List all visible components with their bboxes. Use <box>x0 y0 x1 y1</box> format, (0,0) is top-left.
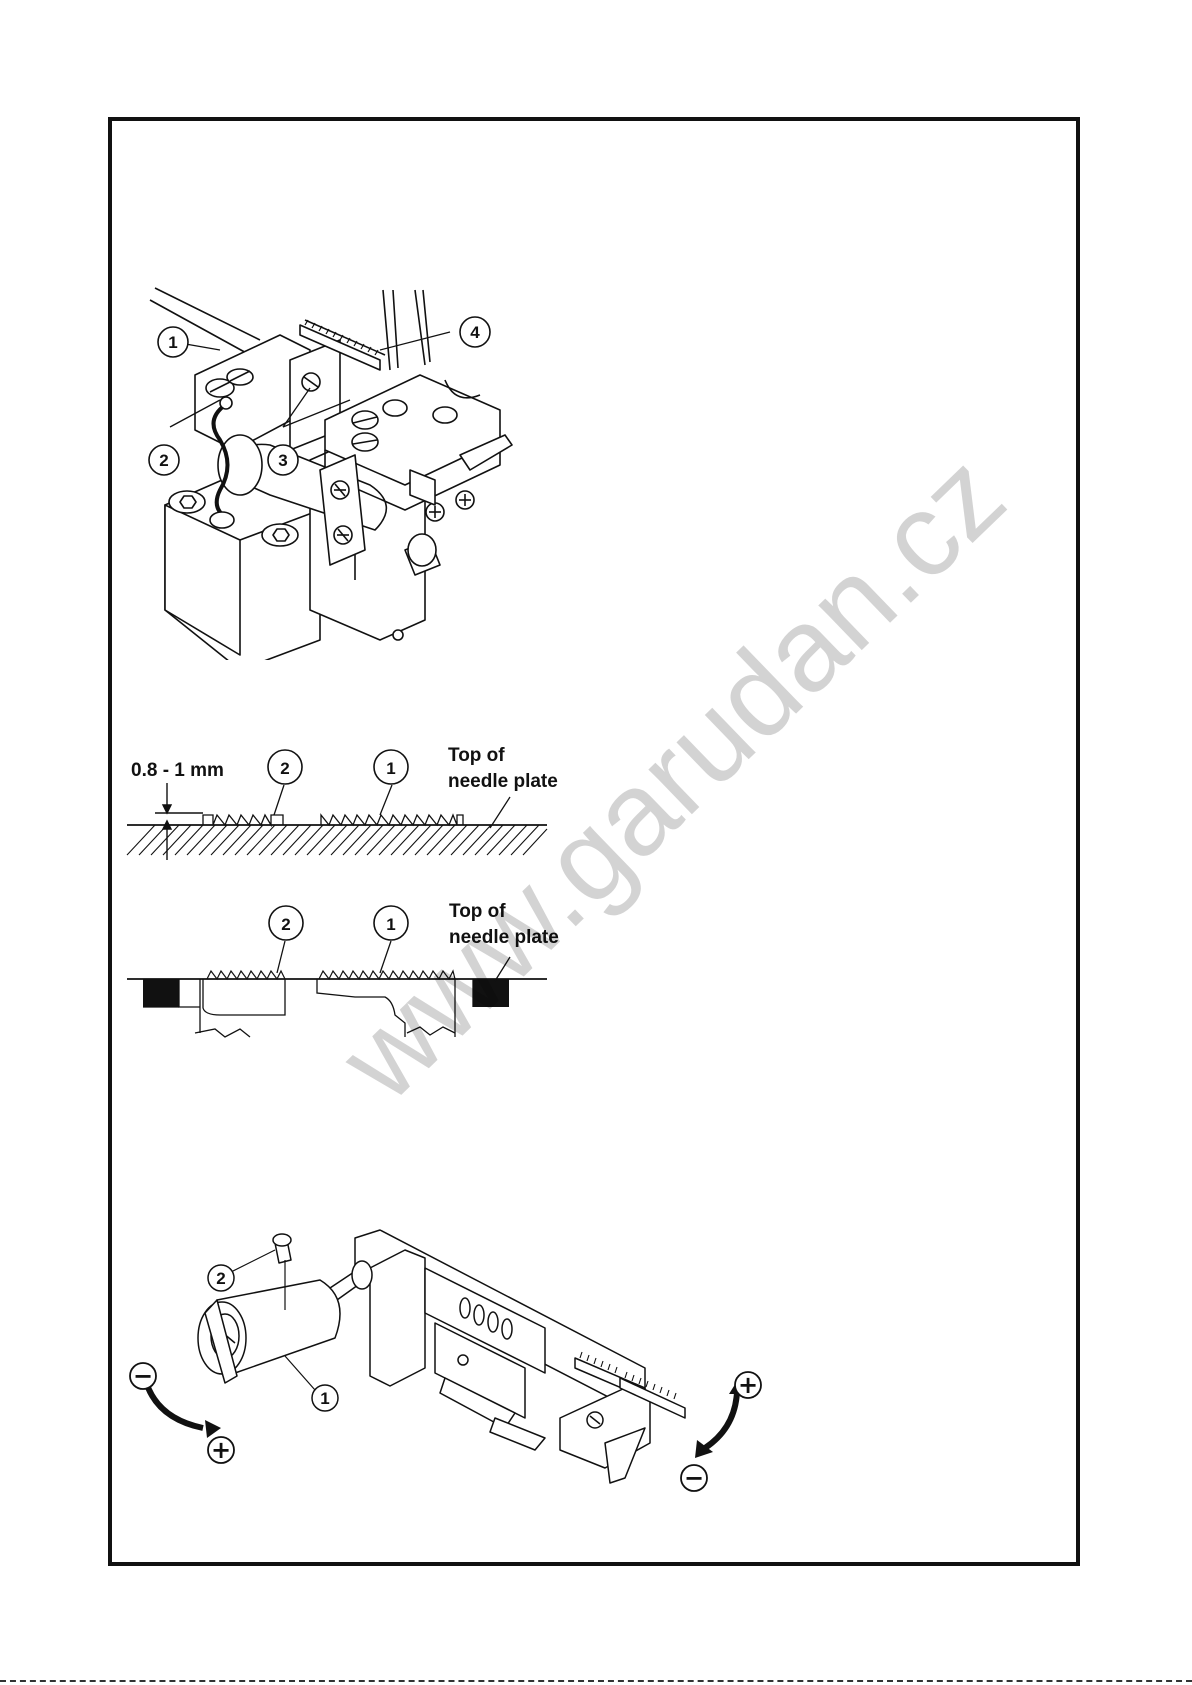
plate-label-line1: Top of <box>449 901 506 922</box>
callout-2: 2 <box>216 1269 225 1288</box>
plate-label-line1: Top of <box>448 745 505 766</box>
page-cut-line <box>0 1680 1192 1682</box>
callout-1: 1 <box>386 759 395 778</box>
plus-icon: + <box>738 1371 758 1399</box>
callout-3: 3 <box>278 451 287 470</box>
callout-1: 1 <box>320 1389 329 1408</box>
figure-feed-height: 0.8 - 1 mm 2 <box>125 735 575 875</box>
callout-2: 2 <box>280 759 289 778</box>
callout-2: 2 <box>281 915 290 934</box>
plus-icon: + <box>211 1436 231 1464</box>
callout-1: 1 <box>386 915 395 934</box>
figure-feed-mechanism: 1 2 3 4 <box>140 280 540 660</box>
callout-4: 4 <box>470 323 480 342</box>
plate-label-line2: needle plate <box>449 927 559 948</box>
plate-label-line2: needle plate <box>448 771 558 792</box>
minus-icon: − <box>133 1362 153 1390</box>
gap-label: 0.8 - 1 mm <box>131 760 224 781</box>
figure-eccentric-adjustment: 2 1 − + + − <box>125 1228 765 1498</box>
callout-1: 1 <box>168 333 177 352</box>
callout-2: 2 <box>159 451 168 470</box>
figure-needle-plate-section: 2 1 Top of needle plate <box>125 893 575 1043</box>
minus-icon: − <box>684 1464 704 1492</box>
